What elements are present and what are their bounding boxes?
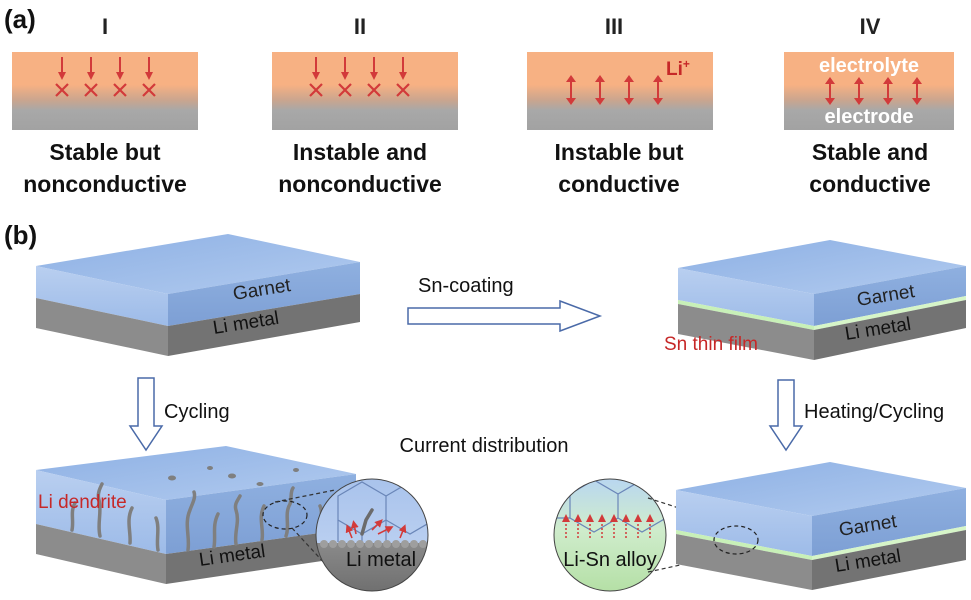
sn-thin-film-label: Sn thin film bbox=[664, 334, 758, 355]
interface-block-1 bbox=[12, 52, 198, 130]
interface-block-3 bbox=[527, 52, 713, 130]
garnet-side-face-4 bbox=[812, 488, 966, 556]
alloy-layer-side bbox=[812, 526, 966, 560]
current-distribution-label: Current distribution bbox=[400, 435, 569, 457]
garnet-top-face-4 bbox=[676, 462, 966, 516]
electrolyte-label: electrolyte bbox=[819, 55, 919, 77]
garnet-top-face-3 bbox=[36, 446, 356, 500]
circle-li-metal-label: Li metal bbox=[346, 549, 416, 571]
garnet-block-dendrite: Li dendrite Li metal bbox=[36, 446, 356, 584]
garnet-block-alloy: Garnet Li metal bbox=[676, 462, 966, 590]
garnet-front-face-4 bbox=[676, 490, 812, 556]
bidirectional-arrows-4 bbox=[825, 77, 922, 105]
zoom-circle-outline-2 bbox=[553, 478, 667, 592]
li-metal-front-face-3 bbox=[36, 524, 166, 584]
interface-block-2 bbox=[272, 52, 458, 130]
case-1-line1: Stable but bbox=[49, 139, 161, 165]
case-2-numeral: II bbox=[354, 14, 366, 39]
zoom-circle-alloy bbox=[554, 479, 666, 591]
garnet-block-pristine: Garnet Li metal bbox=[36, 234, 360, 356]
garnet-top-face-2 bbox=[678, 240, 966, 294]
zoom-region-marker-1 bbox=[262, 500, 308, 530]
sn-film-side bbox=[814, 296, 966, 330]
blocked-arrows-2 bbox=[309, 57, 410, 97]
garnet-top-face bbox=[36, 234, 360, 294]
li-dendrite-label: Li dendrite bbox=[38, 492, 127, 513]
electrode-label: electrode bbox=[825, 106, 914, 128]
li-metal-side-face-2 bbox=[814, 300, 966, 360]
case-1-numeral: I bbox=[102, 14, 108, 39]
case-3-line2: conductive bbox=[558, 171, 679, 197]
sn-coating-label: Sn-coating bbox=[418, 275, 514, 297]
panel-b-label: (b) bbox=[4, 220, 37, 250]
case-3-numeral: III bbox=[605, 14, 623, 39]
uniform-current-arrows bbox=[562, 514, 654, 538]
li-metal-side-face-4 bbox=[812, 530, 966, 590]
li-dendrites bbox=[70, 482, 324, 552]
case-2: II Instable and nonconductive bbox=[272, 14, 458, 197]
sn-coating-step: Sn-coating bbox=[407, 275, 603, 333]
bidirectional-arrows-3 bbox=[566, 75, 663, 105]
li-metal-side-face-3 bbox=[166, 528, 356, 584]
li-metal-side-face bbox=[168, 294, 360, 356]
interface-block-4 bbox=[784, 52, 954, 130]
dendrite-fragments bbox=[168, 466, 299, 486]
case-4-line2: conductive bbox=[809, 171, 930, 197]
garnet-block-sn-coated: Garnet Li metal Sn thin film bbox=[664, 240, 966, 360]
case-4-numeral: IV bbox=[860, 14, 881, 39]
li-ion-label: Li+ bbox=[666, 57, 690, 80]
sn-film-front bbox=[678, 300, 814, 330]
case-3: III Li+ Instable but conductive bbox=[527, 14, 713, 197]
zoom-region-marker-2 bbox=[713, 525, 759, 555]
right-arrow-icon bbox=[407, 299, 603, 333]
garnet-front-face-2 bbox=[678, 268, 814, 326]
case-2-line2: nonconductive bbox=[278, 171, 442, 197]
garnet-front-face bbox=[36, 266, 168, 326]
li-surface-bumps bbox=[320, 540, 427, 548]
cycling-label: Cycling bbox=[164, 401, 230, 423]
case-4-line1: Stable and bbox=[812, 139, 928, 165]
zoom-circle-outline-1 bbox=[315, 478, 429, 592]
garnet-side-face-2 bbox=[814, 266, 966, 326]
li-metal-front-face-4 bbox=[676, 534, 812, 590]
garnet-side-face bbox=[168, 262, 360, 326]
case-3-line1: Instable but bbox=[554, 139, 683, 165]
panel-a-label: (a) bbox=[4, 4, 36, 34]
case-1-line2: nonconductive bbox=[23, 171, 187, 197]
down-arrow-icon-2 bbox=[768, 379, 804, 452]
cycling-step: Cycling bbox=[128, 377, 230, 452]
alloy-layer-front bbox=[676, 530, 812, 560]
case-2-line1: Instable and bbox=[293, 139, 427, 165]
case-1: I Stable but nonconductive bbox=[12, 14, 198, 197]
heating-cycling-step: Heating/Cycling bbox=[768, 379, 944, 452]
down-arrow-icon bbox=[128, 377, 164, 452]
blocked-arrows-1 bbox=[55, 57, 156, 97]
heating-cycling-label: Heating/Cycling bbox=[804, 401, 944, 423]
li-metal-front-face bbox=[36, 298, 168, 356]
current-arrows-focused bbox=[345, 519, 407, 539]
case-4: IV electrolyte electrode Stable and cond… bbox=[784, 14, 954, 197]
li-sn-alloy-label: Li-Sn alloy bbox=[563, 549, 656, 571]
li-metal-front-face-2 bbox=[678, 304, 814, 360]
